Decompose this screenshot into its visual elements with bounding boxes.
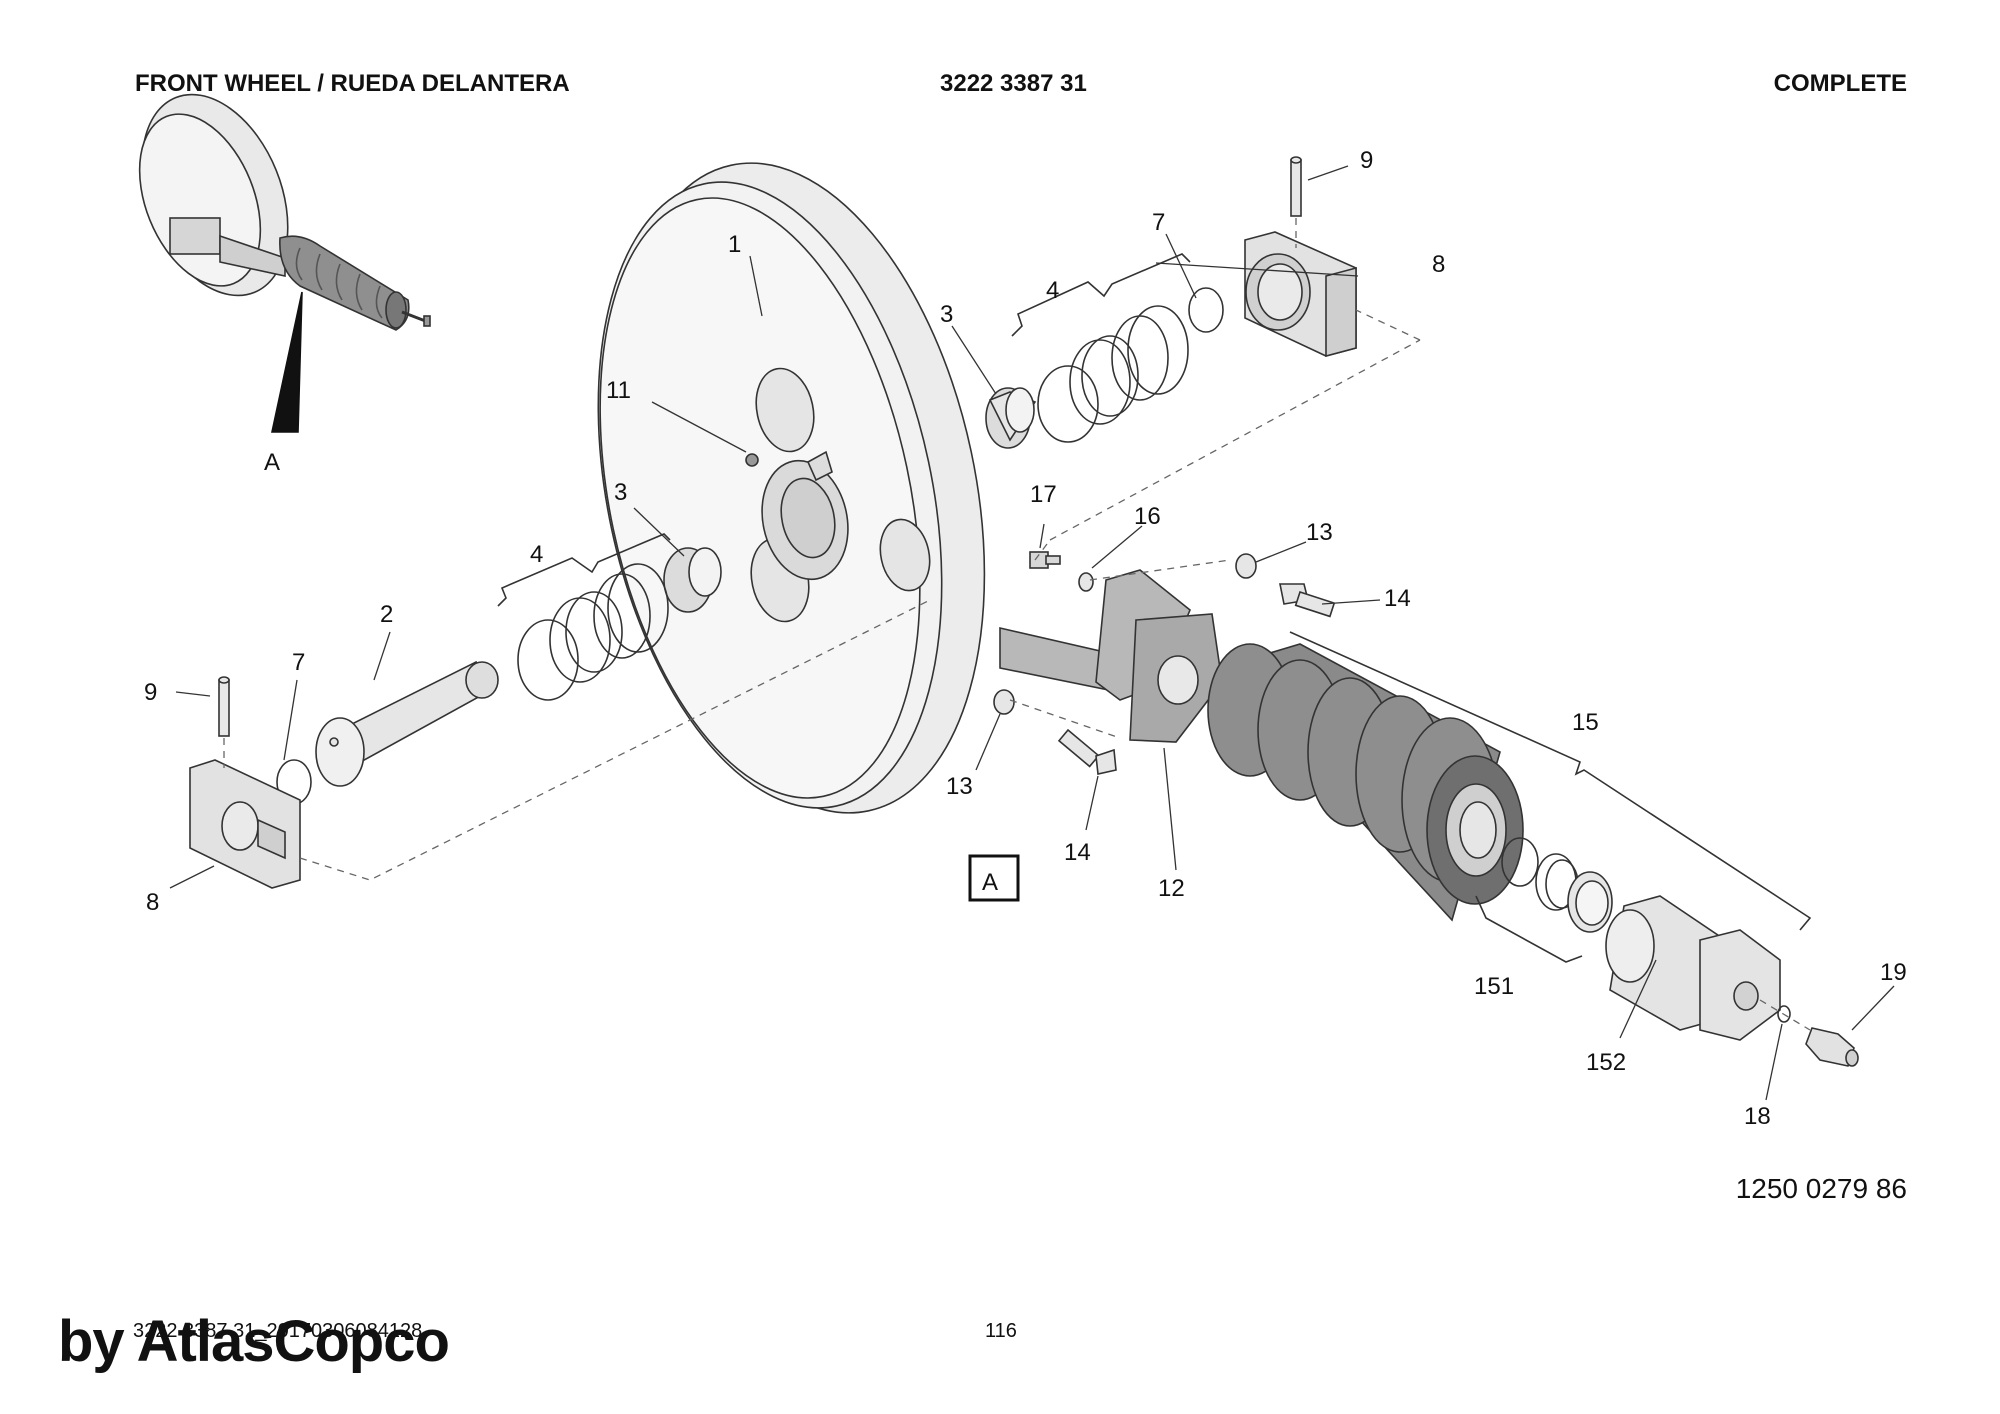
view-box-letter: A bbox=[982, 869, 998, 896]
spring-cylinder bbox=[1207, 643, 1524, 922]
callout-1: 1 bbox=[728, 231, 741, 258]
washer-16 bbox=[1078, 572, 1094, 592]
bolt-14-lower bbox=[1057, 728, 1117, 775]
bolt-14-upper bbox=[1279, 583, 1336, 618]
brand-watermark: by AtlasCopco bbox=[58, 1309, 450, 1374]
callout-13-lower: 13 bbox=[946, 773, 973, 800]
callout-9-left: 9 bbox=[144, 679, 157, 706]
callout-8-left: 8 bbox=[146, 889, 159, 916]
seal-set-left bbox=[517, 563, 669, 701]
bracket-right bbox=[1244, 231, 1357, 358]
seal-kit-151 bbox=[1501, 837, 1613, 933]
callout-17: 17 bbox=[1030, 481, 1057, 508]
callout-15: 15 bbox=[1572, 709, 1599, 736]
callout-14-upper: 14 bbox=[1384, 585, 1411, 612]
callout-4-left: 4 bbox=[530, 541, 543, 568]
view-marker-label: A bbox=[264, 449, 280, 476]
callout-12: 12 bbox=[1158, 875, 1185, 902]
grease-nipple-19 bbox=[1805, 1027, 1859, 1067]
callout-11: 11 bbox=[606, 377, 631, 404]
bracket-arm bbox=[999, 569, 1223, 743]
status-label: COMPLETE bbox=[1773, 70, 1907, 97]
group-bracket-15 bbox=[1289, 631, 1812, 931]
callout-152: 152 bbox=[1586, 1049, 1626, 1076]
front-wheel-part bbox=[597, 162, 986, 814]
bushing-right bbox=[985, 387, 1037, 449]
part-number: 3222 3387 31 bbox=[940, 70, 1087, 97]
drawing-reference: 1250 0279 86 bbox=[1735, 1173, 1907, 1204]
callout-2: 2 bbox=[380, 601, 393, 628]
callout-3-left: 3 bbox=[614, 479, 627, 506]
callout-18: 18 bbox=[1744, 1103, 1771, 1130]
bolt-17 bbox=[1029, 551, 1061, 569]
callout-16: 16 bbox=[1134, 503, 1161, 530]
callout-13-upper: 13 bbox=[1306, 519, 1333, 546]
page-number: 116 bbox=[985, 1320, 1017, 1342]
overview-assembly bbox=[138, 93, 431, 331]
callout-3-right: 3 bbox=[940, 301, 953, 328]
page-title: FRONT WHEEL / RUEDA DELANTERA bbox=[135, 70, 570, 97]
callout-4-right: 4 bbox=[1046, 277, 1059, 304]
view-label-box bbox=[968, 854, 1020, 902]
group-bracket-4-left bbox=[497, 533, 671, 607]
callout-7-left: 7 bbox=[292, 649, 305, 676]
ring-18 bbox=[1777, 1005, 1791, 1023]
callout-7-right: 7 bbox=[1152, 209, 1165, 236]
callout-19: 19 bbox=[1880, 959, 1907, 986]
callout-8-right: 8 bbox=[1432, 251, 1445, 278]
o-ring-right bbox=[1188, 287, 1224, 333]
axle-part bbox=[315, 660, 499, 787]
washer-13-lower bbox=[993, 689, 1015, 715]
seal-set-right bbox=[1037, 305, 1189, 443]
washer-13-upper bbox=[1235, 553, 1257, 579]
pin-right bbox=[1290, 156, 1302, 217]
group-bracket-151 bbox=[1475, 895, 1583, 963]
bracket-left bbox=[189, 759, 301, 889]
view-arrow bbox=[271, 291, 303, 433]
callout-14-lower: 14 bbox=[1064, 839, 1091, 866]
bushing-left bbox=[663, 547, 722, 613]
group-bracket-4-right bbox=[1011, 253, 1191, 337]
pin-left bbox=[218, 676, 230, 737]
piston-152 bbox=[1605, 895, 1781, 1041]
callout-9-right: 9 bbox=[1360, 147, 1373, 174]
footer-document-id: 3222 3387 31_20170306084128 bbox=[133, 1320, 423, 1342]
callout-151: 151 bbox=[1474, 973, 1514, 1000]
